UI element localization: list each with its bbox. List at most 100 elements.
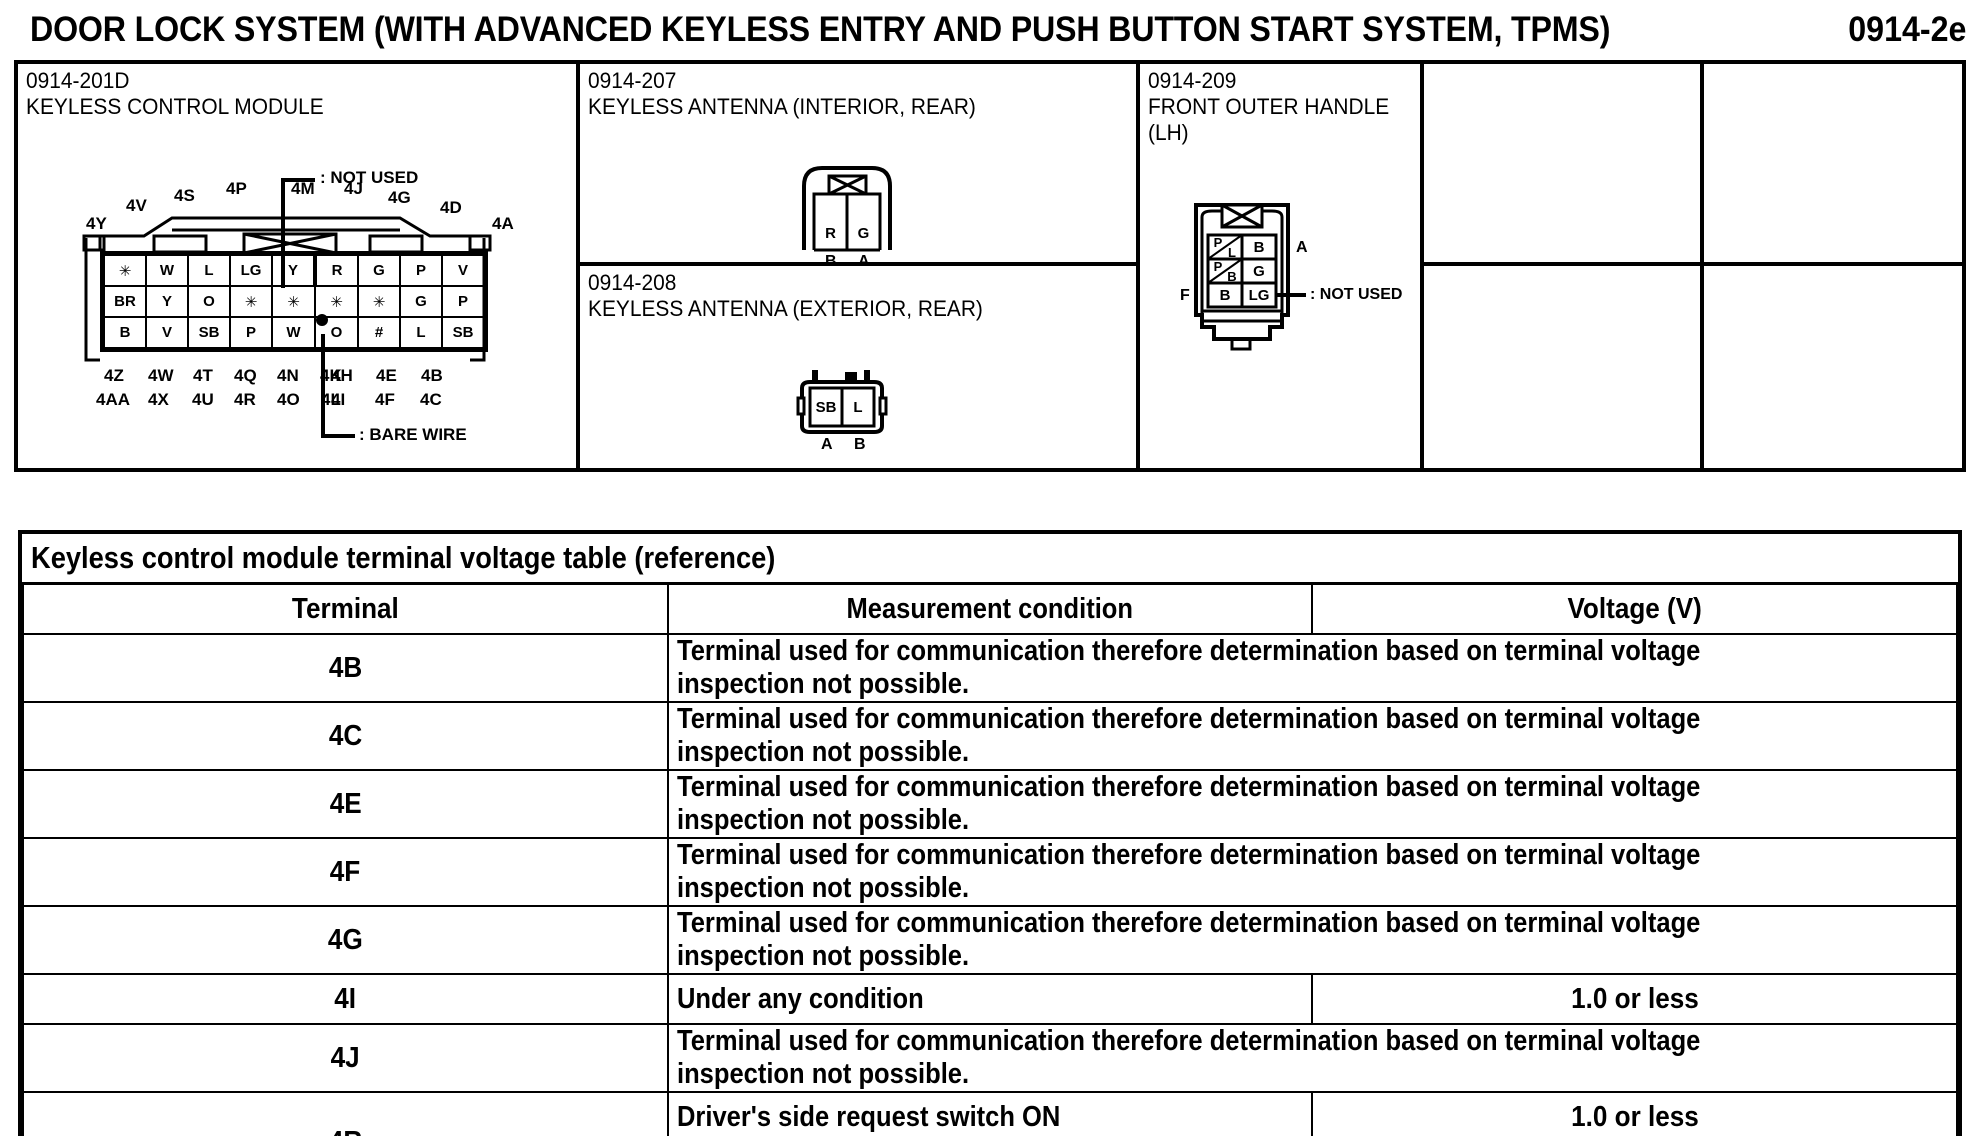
column-header-measurement-condition-text: Measurement condition	[846, 592, 1134, 625]
kcm-notused-label: : NOT USED	[320, 168, 419, 187]
row-terminal-text: 4I	[334, 982, 357, 1015]
kcm-pin: O	[314, 316, 359, 349]
voltage-table-header-row: Terminal Measurement condition Voltage (…	[22, 582, 1958, 635]
kcm-bot-term-4N: 4N	[277, 366, 299, 385]
panel-209-code: 0914-209	[1148, 68, 1237, 93]
kcm-top-term-4S: 4S	[174, 186, 195, 205]
kcm-pin: P	[399, 254, 443, 287]
row-terminal: 4E	[22, 769, 669, 839]
kcm-bot-term-4U: 4U	[192, 390, 214, 409]
kcm-pin: W	[145, 254, 189, 287]
row-terminal-text: 4R	[329, 1126, 362, 1136]
column-header-measurement-condition: Measurement condition	[666, 582, 1314, 635]
kcm-pin: ✳	[271, 285, 316, 318]
row-condition-text: Terminal used for communication therefor…	[676, 635, 1701, 700]
keyless-control-module-voltage-table: Keyless control module terminal voltage …	[22, 534, 1959, 1136]
kcm-bot-term-4B: 4B	[421, 366, 443, 385]
antenna-exterior-outline	[796, 370, 888, 434]
kcm-pin: L	[399, 316, 443, 349]
table-row: 4C Terminal used for communication there…	[22, 701, 1959, 771]
foh-cell-L: L	[1228, 244, 1236, 260]
row-voltage: 1.0 or less	[1311, 973, 1958, 1025]
row-condition: Terminal used for communication therefor…	[666, 1023, 1959, 1093]
foh-cell-P1: P	[1213, 234, 1223, 250]
row-terminal: 4G	[22, 905, 669, 975]
kcm-top-term-4A: 4A	[492, 214, 514, 233]
foh-pin-F: F	[1180, 287, 1190, 304]
panel-201d-code: 0914-201D	[26, 68, 130, 93]
panel-empty-2a	[1704, 64, 1962, 266]
kcm-pin: W	[271, 316, 316, 349]
kcm-bot-term-4I: 4I	[331, 390, 346, 409]
column-header-voltage: Voltage (V)	[1311, 582, 1958, 635]
column-header-terminal-text: Terminal	[291, 592, 399, 625]
panel-208-name: KEYLESS ANTENNA (EXTERIOR, REAR)	[588, 295, 983, 321]
foh-cell-G: G	[1253, 262, 1265, 280]
kcm-connector-diagram: : NOT USED : BARE WIRE	[78, 168, 528, 464]
antenna-exterior-cell-L: L	[853, 398, 863, 416]
panel-201d-name: KEYLESS CONTROL MODULE	[26, 93, 324, 119]
foh-cell-B1: B	[1253, 238, 1265, 256]
panel-209-name: FRONT OUTER HANDLE (LH)	[1148, 93, 1390, 145]
kcm-bot-term-4F: 4F	[375, 390, 395, 409]
kcm-pin: V	[145, 316, 189, 349]
kcm-pin: G	[399, 285, 443, 318]
antenna-interior-outline	[802, 166, 892, 252]
foh-cell-B2: B	[1227, 268, 1237, 284]
kcm-pin: #	[357, 316, 401, 349]
kcm-bot-term-4O: 4O	[277, 390, 300, 409]
row-terminal: 4R	[22, 1091, 669, 1136]
kcm-barewire-vline	[321, 334, 325, 438]
column-header-terminal: Terminal	[22, 582, 669, 635]
row-terminal: 4J	[22, 1023, 669, 1093]
kcm-pin: ✳	[357, 285, 401, 318]
kcm-top-term-4Y: 4Y	[86, 214, 107, 233]
row-condition-text: Terminal used for communication therefor…	[676, 839, 1701, 904]
kcm-pin: ✳	[229, 285, 273, 318]
row-condition: Under any condition	[666, 973, 1314, 1025]
row-condition-text: Terminal used for communication therefor…	[676, 907, 1701, 972]
kcm-grid-row: BR Y O ✳ ✳ ✳ ✳ G P	[103, 285, 485, 318]
antenna-exterior-connector: SB L A B	[796, 358, 928, 468]
kcm-shell-outline	[82, 216, 492, 362]
kcm-bot-term-4Z: 4Z	[104, 366, 124, 385]
kcm-pin: ✳	[103, 254, 147, 287]
table-row: 4J Terminal used for communication there…	[22, 1023, 1959, 1093]
row-terminal-text: 4C	[328, 719, 363, 752]
row-condition: Terminal used for communication therefor…	[666, 769, 1959, 839]
kcm-pin: O	[187, 285, 231, 318]
kcm-bot-term-4X: 4X	[148, 390, 169, 409]
kcm-grid-row: ✳ W L LG Y R G P V	[103, 254, 485, 287]
kcm-bot-term-4Q: 4Q	[234, 366, 257, 385]
kcm-pin: BR	[103, 285, 147, 318]
panel-208-code: 0914-208	[588, 270, 677, 295]
kcm-pin: V	[441, 254, 485, 287]
kcm-barewire-label: : BARE WIRE	[359, 425, 467, 444]
table-row: 4R Driver's side request switch ON 1.0 o…	[22, 1091, 1958, 1136]
kcm-pin: B	[103, 316, 147, 349]
row-condition-text: Under any condition	[676, 982, 924, 1015]
voltage-table-title: Keyless control module terminal voltage …	[23, 534, 1957, 585]
kcm-bot-term-4C: 4C	[420, 390, 442, 409]
panel-empty-2b	[1704, 266, 1962, 468]
panel-column-empty-2	[1704, 64, 1962, 468]
row-condition: Terminal used for communication therefor…	[666, 701, 1959, 771]
row-terminal-text: 4E	[329, 787, 362, 820]
panel-empty-1b	[1424, 266, 1700, 468]
front-outer-handle-outline	[1194, 203, 1306, 351]
panel-207-code: 0914-207	[588, 68, 677, 93]
panel-207-name: KEYLESS ANTENNA (INTERIOR, REAR)	[588, 93, 976, 119]
kcm-grid-row: B V SB P W O # L SB	[103, 316, 485, 349]
row-terminal: 4B	[22, 633, 669, 703]
kcm-top-term-4D: 4D	[440, 198, 462, 217]
row-condition: Terminal used for communication therefor…	[666, 633, 1959, 703]
kcm-top-term-4M: 4M	[291, 179, 315, 198]
kcm-bot-term-4W: 4W	[148, 366, 174, 385]
column-header-voltage-text: Voltage (V)	[1567, 592, 1702, 625]
row-condition-text: Driver's side request switch ON	[676, 1100, 1060, 1133]
kcm-top-term-4J: 4J	[344, 179, 363, 198]
